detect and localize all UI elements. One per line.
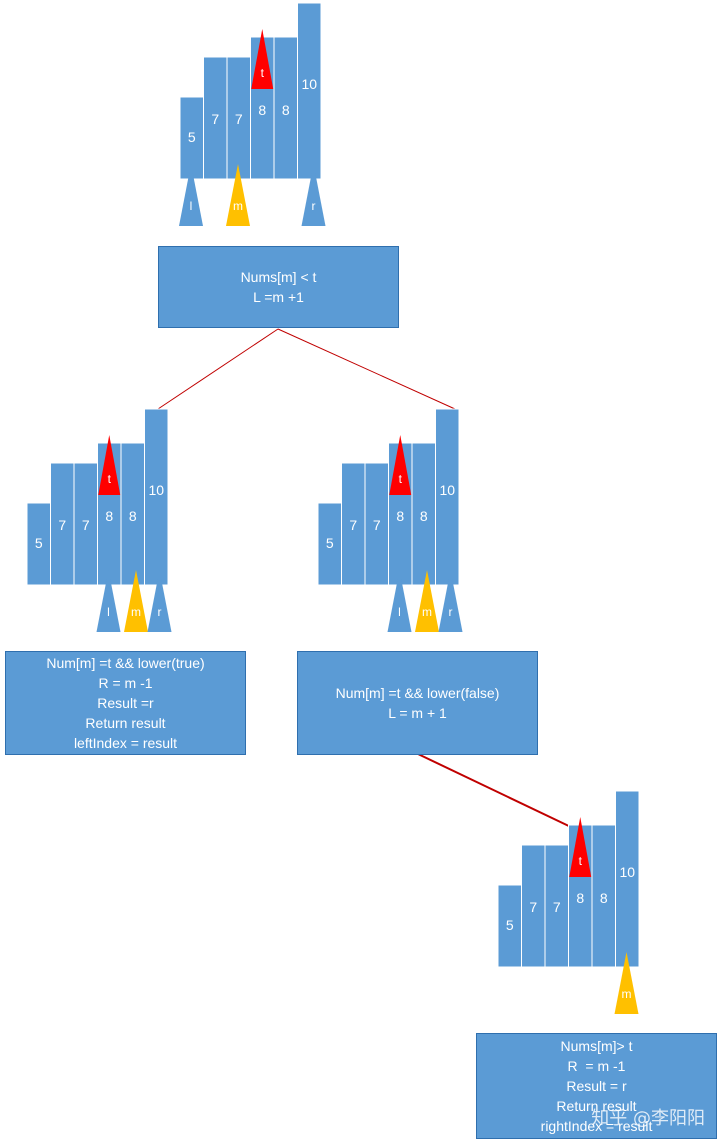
right-pointer-label: r: [312, 199, 316, 213]
array-bar-label: 7: [553, 899, 561, 915]
array-bar-label: 8: [129, 508, 137, 524]
array-bar: [435, 408, 460, 586]
target-marker-label: t: [261, 66, 265, 80]
box-line: rightIndex = result: [540, 1118, 653, 1134]
left-pointer-label: l: [107, 605, 110, 619]
array-bar: [144, 408, 169, 586]
array-bar-label: 7: [529, 899, 537, 915]
box-line: Result = r: [566, 1078, 627, 1094]
right-pointer: [438, 570, 463, 632]
mid-pointer: [614, 952, 639, 1014]
target-marker-label: t: [399, 472, 403, 486]
target-marker: [389, 435, 412, 495]
array-bar-label: 8: [282, 102, 290, 118]
connector-root-right: [277, 328, 456, 410]
box-line: Return result: [85, 715, 166, 731]
array-bar-label: 10: [148, 482, 164, 498]
box-line: Num[m] =t && lower(true): [46, 655, 205, 671]
array-bar-label: 8: [600, 890, 608, 906]
array-bar: [297, 2, 322, 180]
right-pointer-label: r: [449, 605, 453, 619]
mid-pointer: [415, 570, 439, 632]
mid-pointer-label: m: [233, 199, 243, 213]
array-bar-label: 5: [35, 535, 43, 551]
left-pointer: [387, 570, 412, 632]
target-marker-label: t: [579, 854, 583, 868]
final-condition-box: Nums[m]> t R = m -1 Result = r Return re…: [476, 1033, 717, 1139]
connector-root-left: [157, 328, 279, 410]
array-bar-label: 8: [258, 102, 266, 118]
left-pointer: [96, 570, 121, 632]
array-bar-label: 8: [576, 890, 584, 906]
target-marker: [569, 817, 592, 877]
mid-pointer-label: m: [131, 605, 141, 619]
box-line: R = m -1: [98, 675, 153, 691]
box-line: R = m -1: [567, 1058, 626, 1074]
array-bar-label: 7: [349, 517, 357, 533]
box-line: Num[m] =t && lower(false): [335, 685, 500, 701]
target-marker: [98, 435, 121, 495]
box-line: Nums[m] < t: [240, 269, 317, 285]
target-marker: [251, 29, 274, 89]
right-pointer: [147, 570, 172, 632]
array-bar-label: 8: [105, 508, 113, 524]
left-condition-box: Num[m] =t && lower(true) R = m -1 Result…: [5, 651, 246, 755]
left-pointer-label: l: [398, 605, 401, 619]
array-bar-label: 5: [506, 917, 514, 933]
box-line: L = m + 1: [388, 705, 447, 721]
mid-pointer-label: m: [422, 605, 432, 619]
array-bar-label: 7: [373, 517, 381, 533]
mid-pointer: [124, 570, 148, 632]
left-pointer-label: l: [190, 199, 193, 213]
array-bar-label: 10: [301, 76, 317, 92]
target-marker-label: t: [108, 472, 112, 486]
right-pointer: [301, 164, 326, 226]
right-condition-box: Num[m] =t && lower(false) L = m + 1: [297, 651, 538, 755]
box-line: Return result: [556, 1098, 637, 1114]
root-condition-box: Nums[m] < t L =m +1: [158, 246, 399, 328]
box-line: Nums[m]> t: [560, 1038, 633, 1054]
mid-pointer-label: m: [622, 987, 632, 1001]
array-bar-label: 7: [235, 111, 243, 127]
box-line: Result =r: [97, 695, 154, 711]
right-pointer-label: r: [158, 605, 162, 619]
box-line: leftIndex = result: [73, 735, 178, 751]
connector-right-final: [417, 753, 574, 829]
array-bar-label: 8: [420, 508, 428, 524]
array-bar-label: 5: [188, 129, 196, 145]
mid-pointer: [226, 164, 250, 226]
array-bar-label: 7: [82, 517, 90, 533]
array-bar-label: 7: [58, 517, 66, 533]
array-bar-label: 7: [211, 111, 219, 127]
array-bar-label: 5: [326, 535, 334, 551]
array-bar-label: 10: [619, 864, 635, 880]
array-bar-label: 10: [439, 482, 455, 498]
array-bar-label: 8: [396, 508, 404, 524]
box-line: L =m +1: [253, 289, 304, 305]
watermark: 知乎 @李阳阳: [591, 1108, 705, 1129]
left-pointer: [179, 164, 203, 226]
